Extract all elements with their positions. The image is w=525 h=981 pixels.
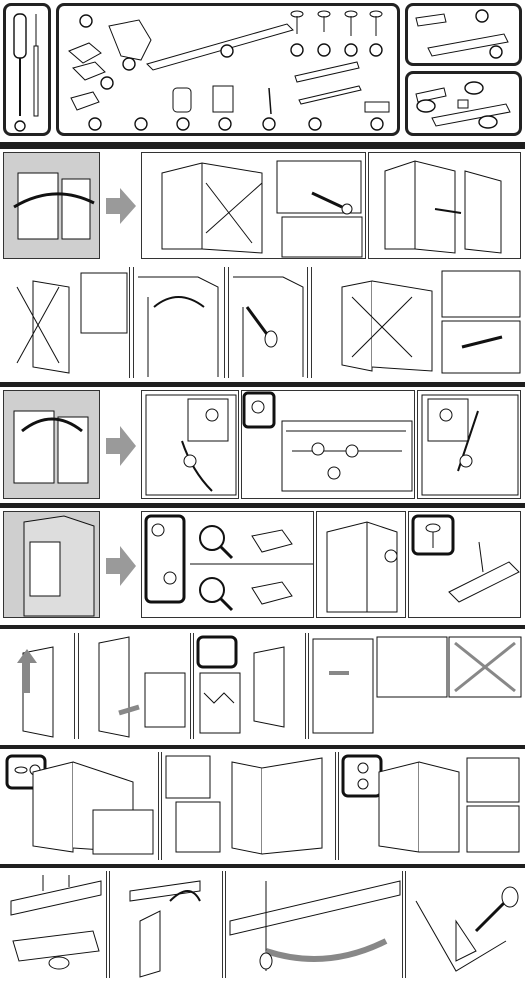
- step-remove-door: [141, 152, 366, 259]
- step-align-mid: [161, 752, 336, 860]
- section-divider-5: [0, 745, 525, 749]
- step-trim-2: [109, 871, 223, 978]
- step-trim-3: [225, 871, 403, 978]
- slide-in-2-illustration: [79, 633, 191, 739]
- screwdriver-icon: [229, 267, 308, 378]
- refit-door-illustration: [312, 267, 522, 378]
- hinge-parts-illustration: [3, 267, 130, 378]
- step-fit-cabinet: [316, 511, 406, 618]
- screwdriver-icon: [6, 6, 50, 134]
- step-top-hinge: [133, 267, 225, 378]
- section-divider-6: [0, 864, 525, 868]
- open-door-illustration-2: [4, 391, 100, 499]
- tools-box: [3, 3, 51, 136]
- step-hinge-adjust-right: [417, 390, 521, 499]
- align-mid-illustration: [162, 752, 336, 860]
- align-left-illustration: [3, 752, 159, 860]
- arrow-right-icon: [106, 546, 136, 586]
- arrow-right-icon: [106, 188, 136, 224]
- trim-parts-box-top: [405, 3, 522, 66]
- hinge-adjust-right-illustration: [418, 391, 521, 499]
- fit-cabinet-illustration: [317, 512, 406, 618]
- section-divider-2: [0, 382, 525, 387]
- trim-part-illustration-2: [408, 74, 519, 134]
- hinge-adjust-left-illustration: [142, 391, 239, 499]
- magnifier-icon: [142, 512, 314, 618]
- remove-door-illustration: [142, 153, 366, 259]
- step-screw-top: [408, 511, 521, 618]
- step-hinge-detail: [241, 390, 415, 499]
- align-right-illustration: [339, 752, 522, 860]
- step-slide-in-4: [308, 633, 522, 739]
- screwdriver-icon: [406, 871, 522, 978]
- door-removed-illustration: [369, 153, 521, 259]
- step-open-door-2: [3, 390, 100, 499]
- trim-3-illustration: [226, 871, 403, 978]
- trim-parts-box-bottom: [405, 71, 522, 136]
- parts-illustration: [59, 6, 397, 134]
- trim-part-illustration: [408, 6, 519, 64]
- step-align-left: [3, 752, 159, 860]
- step-align-right: [338, 752, 522, 860]
- step-door-removed: [368, 152, 521, 259]
- step-hinge-parts: [3, 267, 130, 378]
- trim-2-illustration: [110, 871, 223, 978]
- step-refit-door: [311, 267, 522, 378]
- slide-in-1-illustration: [3, 633, 75, 739]
- arrow-right-icon: [106, 426, 136, 466]
- step-hinge-select: [141, 511, 314, 618]
- step-hinge-adjust-left: [141, 390, 239, 499]
- open-door-illustration: [4, 153, 100, 259]
- step-top-hinge-screw: [228, 267, 308, 378]
- section-divider-1: [0, 142, 525, 149]
- hinge-detail-illustration: [242, 391, 415, 499]
- step-trim-4: [405, 871, 522, 978]
- screw-icon: [409, 512, 521, 618]
- step-trim-1: [3, 871, 107, 978]
- step-slide-in-2: [78, 633, 191, 739]
- trim-1-illustration: [3, 871, 107, 978]
- section-divider-4: [0, 625, 525, 629]
- step-open-door: [3, 152, 100, 259]
- parts-box: [56, 3, 400, 136]
- top-hinge-illustration: [134, 267, 225, 378]
- slide-in-3-illustration: [194, 633, 306, 739]
- step-niche: [3, 511, 100, 618]
- step-slide-in-1: [3, 633, 75, 739]
- step-slide-in-3: [193, 633, 306, 739]
- niche-illustration: [4, 512, 100, 618]
- section-divider-3: [0, 503, 525, 508]
- cross-icon: [309, 633, 522, 739]
